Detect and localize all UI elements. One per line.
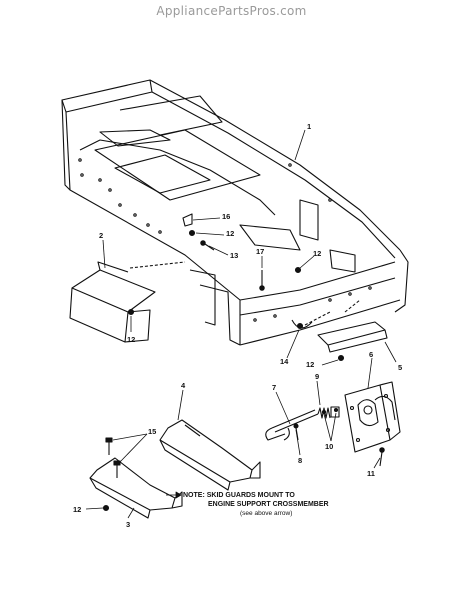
note-line-1: NOTE: SKID GUARDS MOUNT TO [183, 492, 295, 499]
note-line-2: ENGINE SUPPORT CROSSMEMBER [208, 501, 329, 508]
skid-guard-part-4 [159, 419, 261, 491]
callout-4: 4 [181, 381, 186, 390]
callout-17: 17 [256, 247, 264, 256]
callout-12-b: 12 [127, 335, 135, 344]
callout-13: 13 [230, 251, 238, 260]
callout-12-c: 12 [313, 249, 321, 258]
installation-note: NOTE: SKID GUARDS MOUNT TO ENGINE SUPPOR… [183, 492, 329, 517]
callout-7: 7 [272, 383, 276, 392]
site-watermark: AppliancePartsPros.com [156, 4, 307, 18]
fasteners [102, 213, 385, 512]
callout-11: 11 [367, 469, 375, 478]
hitch-plate-part-6 [344, 381, 401, 453]
callout-1: 1 [307, 122, 311, 131]
callout-3: 3 [126, 520, 130, 529]
callout-10: 10 [325, 442, 333, 451]
callout-8: 8 [298, 456, 302, 465]
callout-5: 5 [398, 363, 402, 372]
hitch-pin-part-7 [265, 409, 319, 441]
callout-12-e: 12 [73, 505, 81, 514]
leader-lines [85, 129, 397, 519]
callout-14: 14 [280, 357, 289, 366]
callout-16: 16 [222, 212, 230, 221]
callout-6: 6 [369, 350, 373, 359]
callout-12-d: 12 [306, 360, 314, 369]
main-frame [61, 79, 409, 346]
callout-12-a: 12 [226, 229, 234, 238]
plate-part-5 [317, 321, 388, 353]
callout-2: 2 [99, 231, 103, 240]
callout-15: 15 [148, 427, 156, 436]
note-line-3: (see above arrow) [240, 510, 292, 517]
callout-9: 9 [315, 372, 319, 381]
callout-labels: 1 2 3 4 5 6 7 8 9 10 11 12 12 12 12 12 1… [73, 122, 402, 529]
skid-plate-part-2 [69, 261, 156, 343]
